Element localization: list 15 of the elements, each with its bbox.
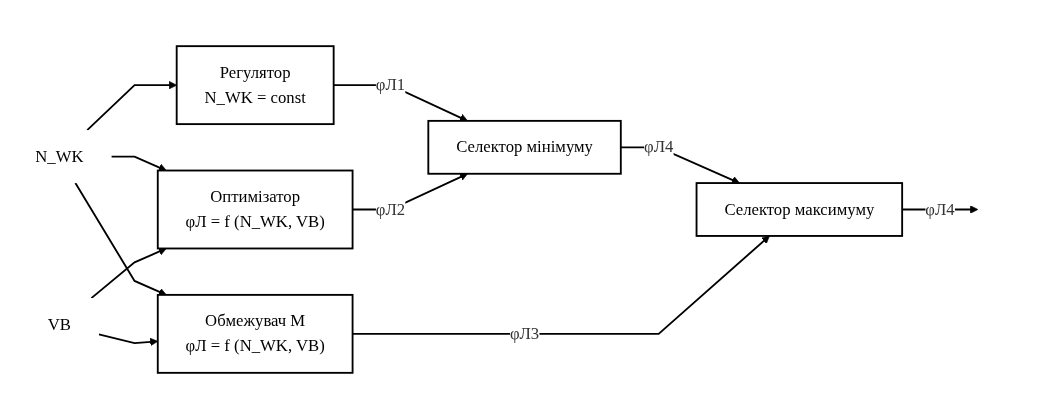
- edge-label: φЛ4: [644, 137, 674, 157]
- node-box: Селектор максимуму: [695, 182, 904, 237]
- edge-label: φЛ2: [375, 199, 406, 219]
- edge-label: φЛ3: [509, 324, 540, 343]
- arrow: [74, 182, 167, 296]
- node-box: Оптимізатор φЛ = f (N_WK, VВ): [156, 169, 354, 250]
- node-box: Регулятор N_WK = const: [175, 45, 335, 126]
- node-box: Обмежувач М φЛ = f (N_WK, VВ): [156, 293, 354, 374]
- arrow: [110, 155, 167, 172]
- node-box: Селектор мінімуму: [427, 119, 622, 175]
- edge-label: φЛ4: [925, 199, 955, 219]
- arrow: [90, 247, 167, 300]
- node-text: N_WK: [35, 146, 84, 166]
- node-text: VВ: [47, 314, 71, 334]
- edge-label: φЛ1: [375, 75, 406, 94]
